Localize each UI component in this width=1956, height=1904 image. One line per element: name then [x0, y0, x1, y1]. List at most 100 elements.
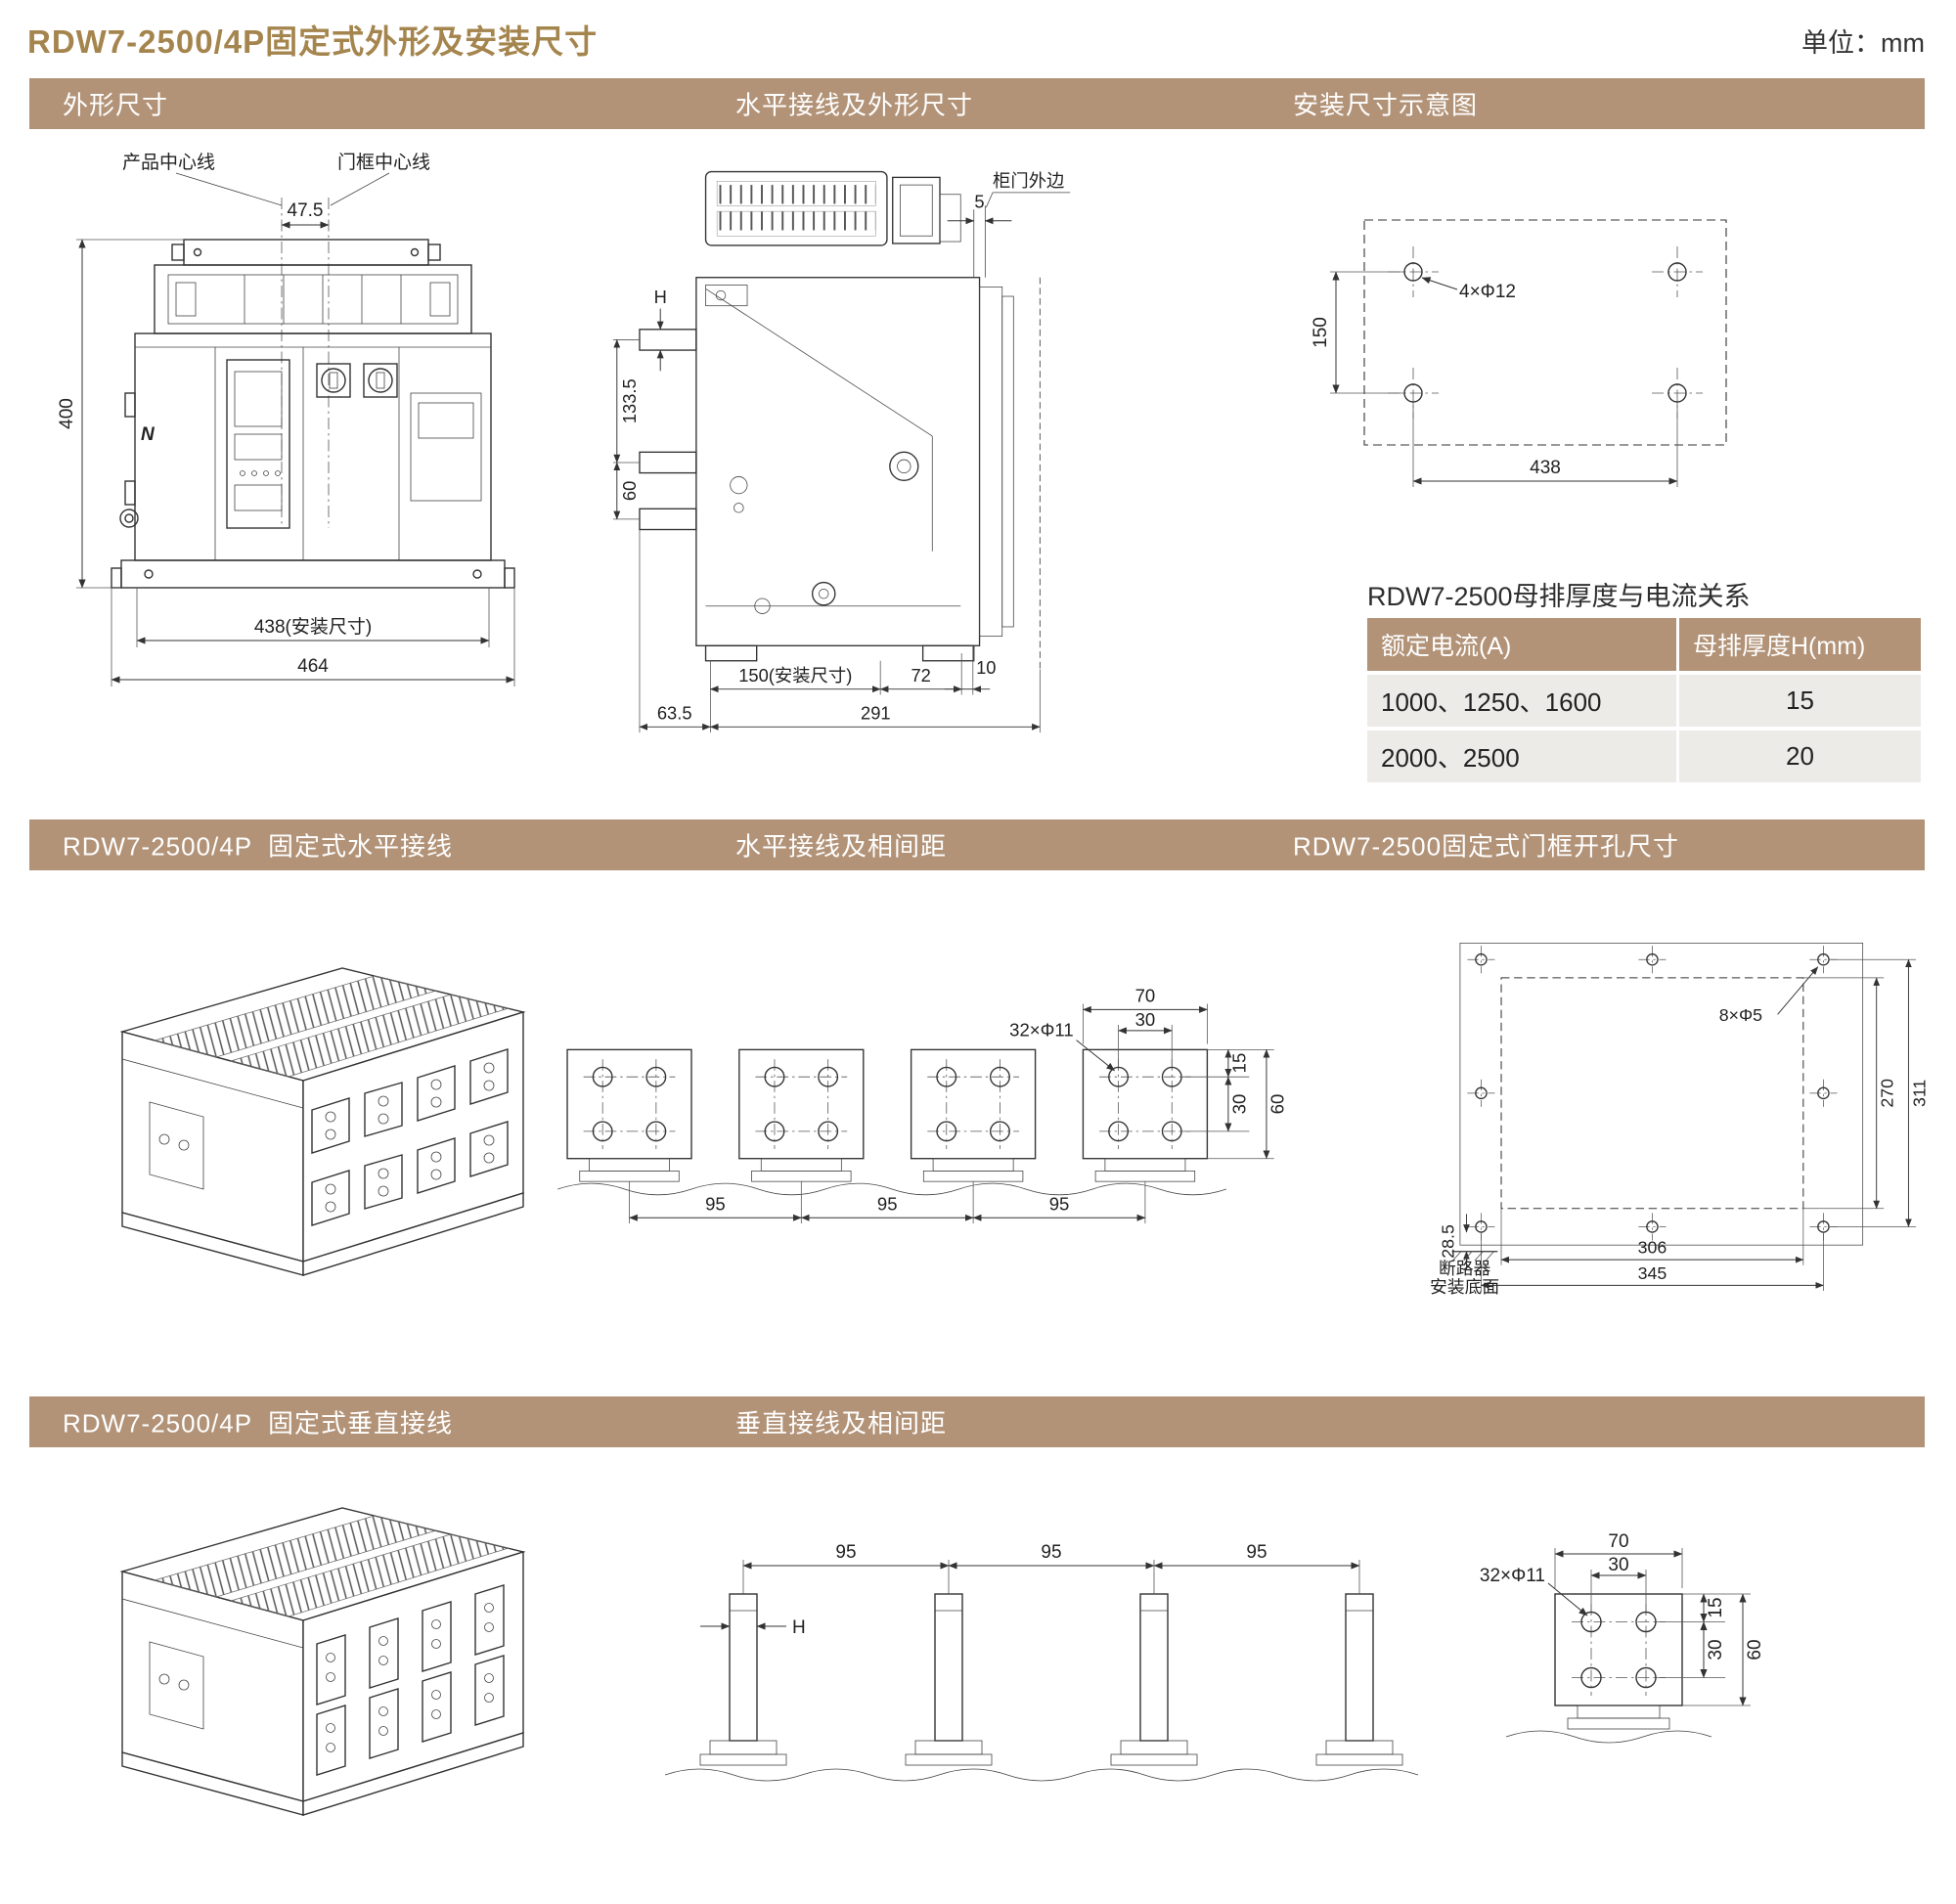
- dim-270: 270: [1802, 977, 1897, 1210]
- front-centerlines: [175, 172, 390, 528]
- side-bottom-dims: 150(安装尺寸) 72 10 63.5 291: [639, 529, 1041, 733]
- dim-H-label: H: [792, 1617, 806, 1638]
- dim-133-5-label: 133.5: [619, 378, 640, 423]
- dim-60-label: 60: [1267, 1094, 1288, 1115]
- dim-47-5-label: 47.5: [288, 200, 324, 221]
- iso-h-body: [119, 967, 526, 1276]
- dim-30-label: 30: [1135, 1009, 1156, 1030]
- dim-438: 438: [1412, 402, 1678, 487]
- pitch-dims: 95 95 95: [629, 1181, 1146, 1224]
- pitch-dims: 95 95 95: [742, 1542, 1360, 1594]
- dim-28-5-label: 28.5: [1438, 1224, 1457, 1259]
- busbar-table-title: RDW7-2500母排厚度与电流关系: [1367, 582, 1751, 611]
- dim-15-label: 15: [1228, 1053, 1249, 1074]
- busbar-table-header-row: 额定电流(A) 母排厚度H(mm): [1367, 618, 1921, 671]
- dim-133-5: 133.5: [612, 339, 640, 464]
- dim-438-label: 438(安装尺寸): [254, 616, 372, 638]
- install-hole-pattern-drawing: 4×Φ12 150 438: [1311, 219, 1727, 487]
- busbar-table: 额定电流(A) 母排厚度H(mm) 1000、1250、1600 15 2000…: [1367, 614, 1921, 786]
- cutout-outline: [1500, 977, 1804, 1210]
- iso-v-terminals: [316, 1584, 505, 1776]
- dim-70-label: 70: [1608, 1531, 1628, 1552]
- dim-270-label: 270: [1878, 1079, 1897, 1108]
- dim-345-label: 345: [1638, 1263, 1667, 1283]
- front-body: [111, 239, 515, 589]
- terminal-pad-2: [738, 1048, 865, 1182]
- dim-60-label: 60: [1745, 1639, 1765, 1660]
- dim-150: 150: [1311, 271, 1404, 394]
- install-plate-outline: [1363, 219, 1727, 446]
- dim-H: H: [654, 287, 667, 372]
- pitch-95-label: 95: [1041, 1542, 1061, 1563]
- dim-438-label: 438: [1530, 458, 1561, 478]
- brand-logo: N: [141, 424, 156, 445]
- outline-front-view-drawing: 产品中心线 门框中心线 47.5 N 400: [57, 152, 515, 686]
- section1-col1-header: 外形尺寸: [63, 90, 169, 120]
- pitch-95-label: 95: [1049, 1193, 1070, 1214]
- doorframe-centerline-label: 门框中心线: [337, 152, 430, 173]
- cell-current: 1000、1250、1600: [1367, 675, 1676, 727]
- pitch-95-label: 95: [1246, 1542, 1267, 1563]
- iso-h-terminals: [311, 1048, 509, 1226]
- dim-30-label: 30: [1608, 1555, 1628, 1575]
- dim-5-label: 5: [974, 191, 984, 211]
- dim-H-label: H: [654, 287, 667, 307]
- cell-thickness: 15: [1676, 675, 1921, 727]
- pad-detail-dims: 70 30 15 30 60 32×Φ11: [1480, 1531, 1765, 1706]
- iso-v-body: [119, 1507, 526, 1816]
- section2-col1-header: RDW7-2500/4P 固定式水平接线: [63, 831, 454, 862]
- dim-70-label: 70: [1135, 986, 1156, 1006]
- cabinet-door-edge: 5 柜门外边: [947, 170, 1071, 278]
- section3-header-bar: RDW7-2500/4P 固定式垂直接线 垂直接线及相间距: [29, 1396, 1925, 1447]
- terminal-pad-4: [1082, 1048, 1209, 1182]
- product-centerline-label: 产品中心线: [122, 152, 215, 173]
- door-holes-label: 8×Φ5: [1719, 1005, 1762, 1025]
- dim-15-label: 15: [1706, 1597, 1726, 1617]
- col-header-rated-current: 额定电流(A): [1367, 618, 1676, 671]
- section3-col1-header: RDW7-2500/4P 固定式垂直接线: [63, 1408, 454, 1439]
- dim-28-5-and-base: 28.5 断路器 安装底面: [1430, 1214, 1499, 1297]
- dim-30b-label: 30: [1228, 1094, 1249, 1115]
- door-panel-outline: [1459, 942, 1864, 1246]
- side-body: [639, 277, 1041, 670]
- door-holes: [1467, 946, 1838, 1241]
- horizontal-spacing-drawing: 95 95 95 70 30 15 30 60 32×Φ11: [557, 986, 1288, 1224]
- dim-60: 60: [612, 462, 640, 520]
- dim-H: H: [700, 1617, 806, 1638]
- terminal-pad-detail: [1554, 1593, 1683, 1730]
- dim-63-5-label: 63.5: [657, 703, 692, 724]
- door-edge-label: 柜门外边: [993, 170, 1064, 191]
- dim-150-label: 150: [1311, 317, 1331, 348]
- dim-60-label: 60: [619, 481, 640, 501]
- dim-72-label: 72: [911, 665, 930, 686]
- section1-header-bar: 外形尺寸 水平接线及外形尺寸 安装尺寸示意图: [29, 78, 1925, 129]
- dim-291-label: 291: [861, 703, 891, 724]
- pitch-95-label: 95: [705, 1193, 726, 1214]
- dim-438-install: 438(安装尺寸): [136, 588, 490, 647]
- break-line-detail: [1505, 1730, 1712, 1744]
- cell-thickness: 20: [1676, 731, 1921, 782]
- dim-10-label: 10: [976, 657, 996, 678]
- dim-464-label: 464: [297, 656, 329, 677]
- mount-base-note-label: 安装底面: [1430, 1277, 1499, 1297]
- dim-464: 464: [111, 588, 515, 686]
- vertical-spacing-drawing: H 95 95 95 70 30 15 30 60 32×Φ11: [664, 1531, 1765, 1782]
- dim-345: 345: [1481, 1232, 1824, 1291]
- table-row: 2000、2500 20: [1367, 731, 1921, 782]
- section2-col3-header: RDW7-2500固定式门框开孔尺寸: [1293, 831, 1680, 862]
- side-top-block: [704, 170, 961, 246]
- cell-current: 2000、2500: [1367, 731, 1676, 782]
- pitch-95-label: 95: [877, 1193, 898, 1214]
- install-holes: [1388, 246, 1703, 419]
- dim-400-label: 400: [57, 398, 77, 429]
- dim-47-5: 47.5: [281, 200, 330, 229]
- breaker-note-label: 断路器: [1439, 1259, 1491, 1278]
- terminal-pad-1: [566, 1048, 692, 1182]
- section1-col3-header: 安装尺寸示意图: [1293, 90, 1479, 120]
- isometric-vertical-connection-drawing: [119, 1507, 526, 1816]
- dim-400: 400: [57, 239, 184, 589]
- break-line: [664, 1768, 1419, 1782]
- section1-col2-header: 水平接线及外形尺寸: [735, 90, 974, 120]
- holes-32-label: 32×Φ11: [1009, 1020, 1074, 1041]
- section2-col2-header: 水平接线及相间距: [735, 831, 948, 862]
